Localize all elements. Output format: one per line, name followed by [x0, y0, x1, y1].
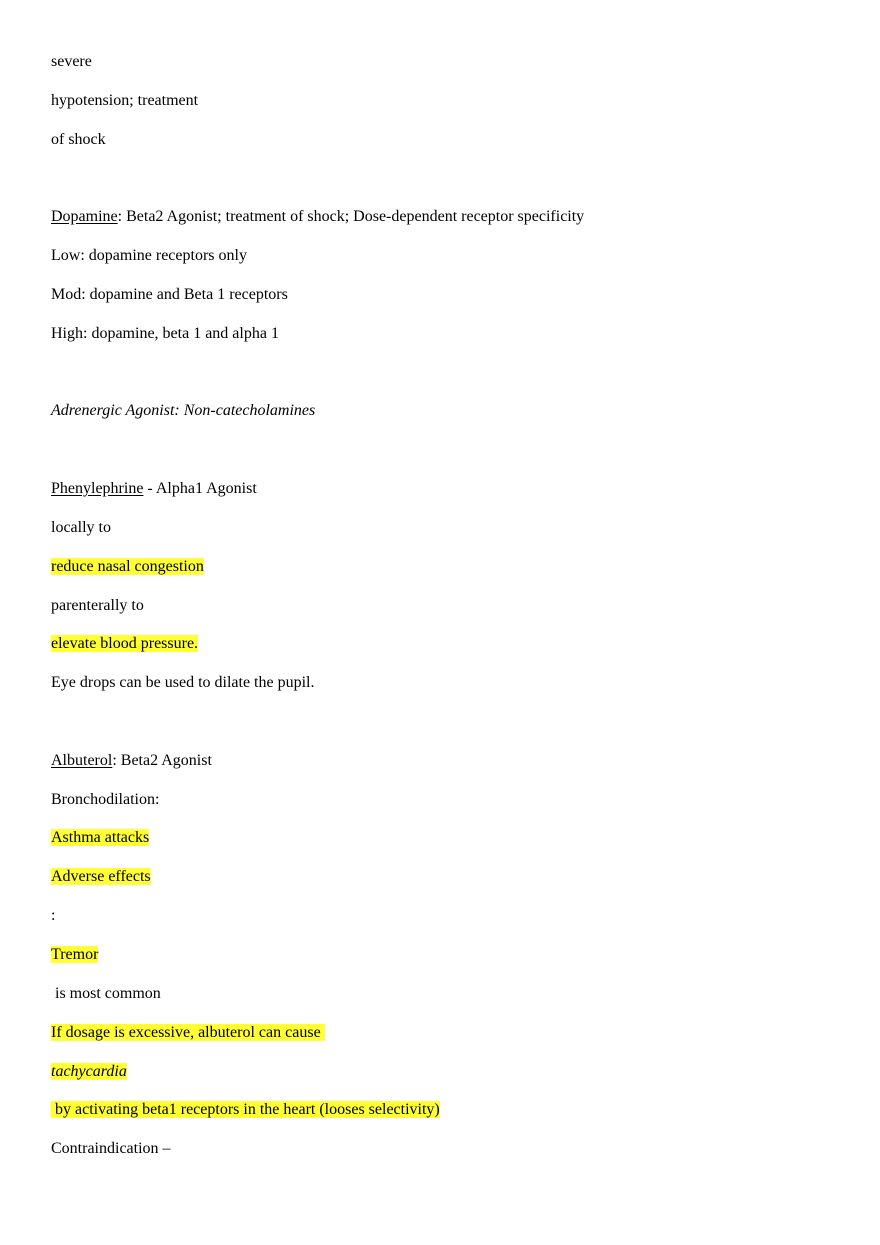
text-locally-to: locally to: [51, 519, 111, 536]
text-line-dopamine-low: Low: dopamine receptors only: [51, 246, 247, 266]
text-line-most-common: is most common: [51, 984, 161, 1004]
drug-name-phenylephrine: Phenylephrine: [51, 480, 144, 497]
text-of-shock: of shock: [51, 131, 106, 148]
text-contraindication: Contraindication –: [51, 1140, 171, 1157]
drug-name-albuterol: Albuterol: [51, 752, 113, 769]
text-line-locally-to: locally to: [51, 518, 111, 538]
text-line-parenterally-to: parenterally to: [51, 596, 144, 616]
section-heading-text: Adrenergic Agonist: Non-catecholamines: [51, 402, 316, 419]
text-line-of-shock: of shock: [51, 130, 106, 150]
text-line-phenylephrine: Phenylephrine - Alpha1 Agonist: [51, 479, 257, 499]
text-hypotension: hypotension; treatment: [51, 92, 199, 109]
text-most-common: is most common: [51, 985, 161, 1002]
highlight-elevate-blood-pressure: elevate blood pressure.: [51, 635, 199, 652]
dopamine-mod-dose: Mod: dopamine and Beta 1 receptors: [51, 286, 288, 303]
highlight-tremor: Tremor: [51, 946, 99, 963]
text-parenterally-to: parenterally to: [51, 597, 144, 614]
text-line-severe: severe: [51, 52, 92, 72]
text-severe: severe: [51, 53, 92, 70]
text-line-excessive-dosage: If dosage is excessive, albuterol can ca…: [51, 1023, 325, 1043]
text-eye-drops: Eye drops can be used to dilate the pupi…: [51, 674, 315, 691]
phenylephrine-description: - Alpha1 Agonist: [143, 480, 257, 497]
section-heading: Adrenergic Agonist: Non-catecholamines: [51, 401, 315, 421]
text-line-dopamine: Dopamine: Beta2 Agonist; treatment of sh…: [51, 207, 584, 227]
highlight-tachycardia: tachycardia: [51, 1063, 127, 1080]
highlight-excessive-dosage: If dosage is excessive, albuterol can ca…: [51, 1024, 325, 1041]
drug-name-dopamine: Dopamine: [51, 208, 118, 225]
highlight-adverse-effects: Adverse effects: [51, 868, 151, 885]
dopamine-description: : Beta2 Agonist; treatment of shock; Dos…: [117, 208, 585, 225]
text-bronchodilation: Bronchodilation:: [51, 791, 160, 808]
highlight-reduce-nasal-congestion: reduce nasal congestion: [51, 558, 204, 575]
text-line-hypotension: hypotension; treatment: [51, 91, 198, 111]
text-colon: :: [51, 907, 56, 924]
text-line-tremor: Tremor: [51, 945, 99, 965]
text-line-asthma: Asthma attacks: [51, 828, 150, 848]
text-line-dopamine-high: High: dopamine, beta 1 and alpha 1: [51, 324, 279, 344]
text-line-contraindication: Contraindication –: [51, 1139, 171, 1159]
text-line-bronchodilation: Bronchodilation:: [51, 790, 159, 810]
text-line-eye-drops: Eye drops can be used to dilate the pupi…: [51, 673, 314, 693]
text-line-albuterol: Albuterol: Beta2 Agonist: [51, 751, 212, 771]
albuterol-description: : Beta2 Agonist: [112, 752, 212, 769]
dopamine-low-dose: Low: dopamine receptors only: [51, 247, 247, 264]
highlight-beta1-activation: by activating beta1 receptors in the hea…: [51, 1101, 440, 1118]
text-line-adverse-effects: Adverse effects: [51, 867, 151, 887]
text-line-tachycardia: tachycardia: [51, 1062, 127, 1082]
text-line-colon: :: [51, 906, 55, 926]
text-line-beta1-activation: by activating beta1 receptors in the hea…: [51, 1100, 440, 1120]
text-line-reduce-nasal: reduce nasal congestion: [51, 557, 204, 577]
text-line-dopamine-mod: Mod: dopamine and Beta 1 receptors: [51, 285, 288, 305]
text-line-elevate-bp: elevate blood pressure.: [51, 634, 199, 654]
dopamine-high-dose: High: dopamine, beta 1 and alpha 1: [51, 325, 279, 342]
highlight-asthma-attacks: Asthma attacks: [51, 829, 150, 846]
